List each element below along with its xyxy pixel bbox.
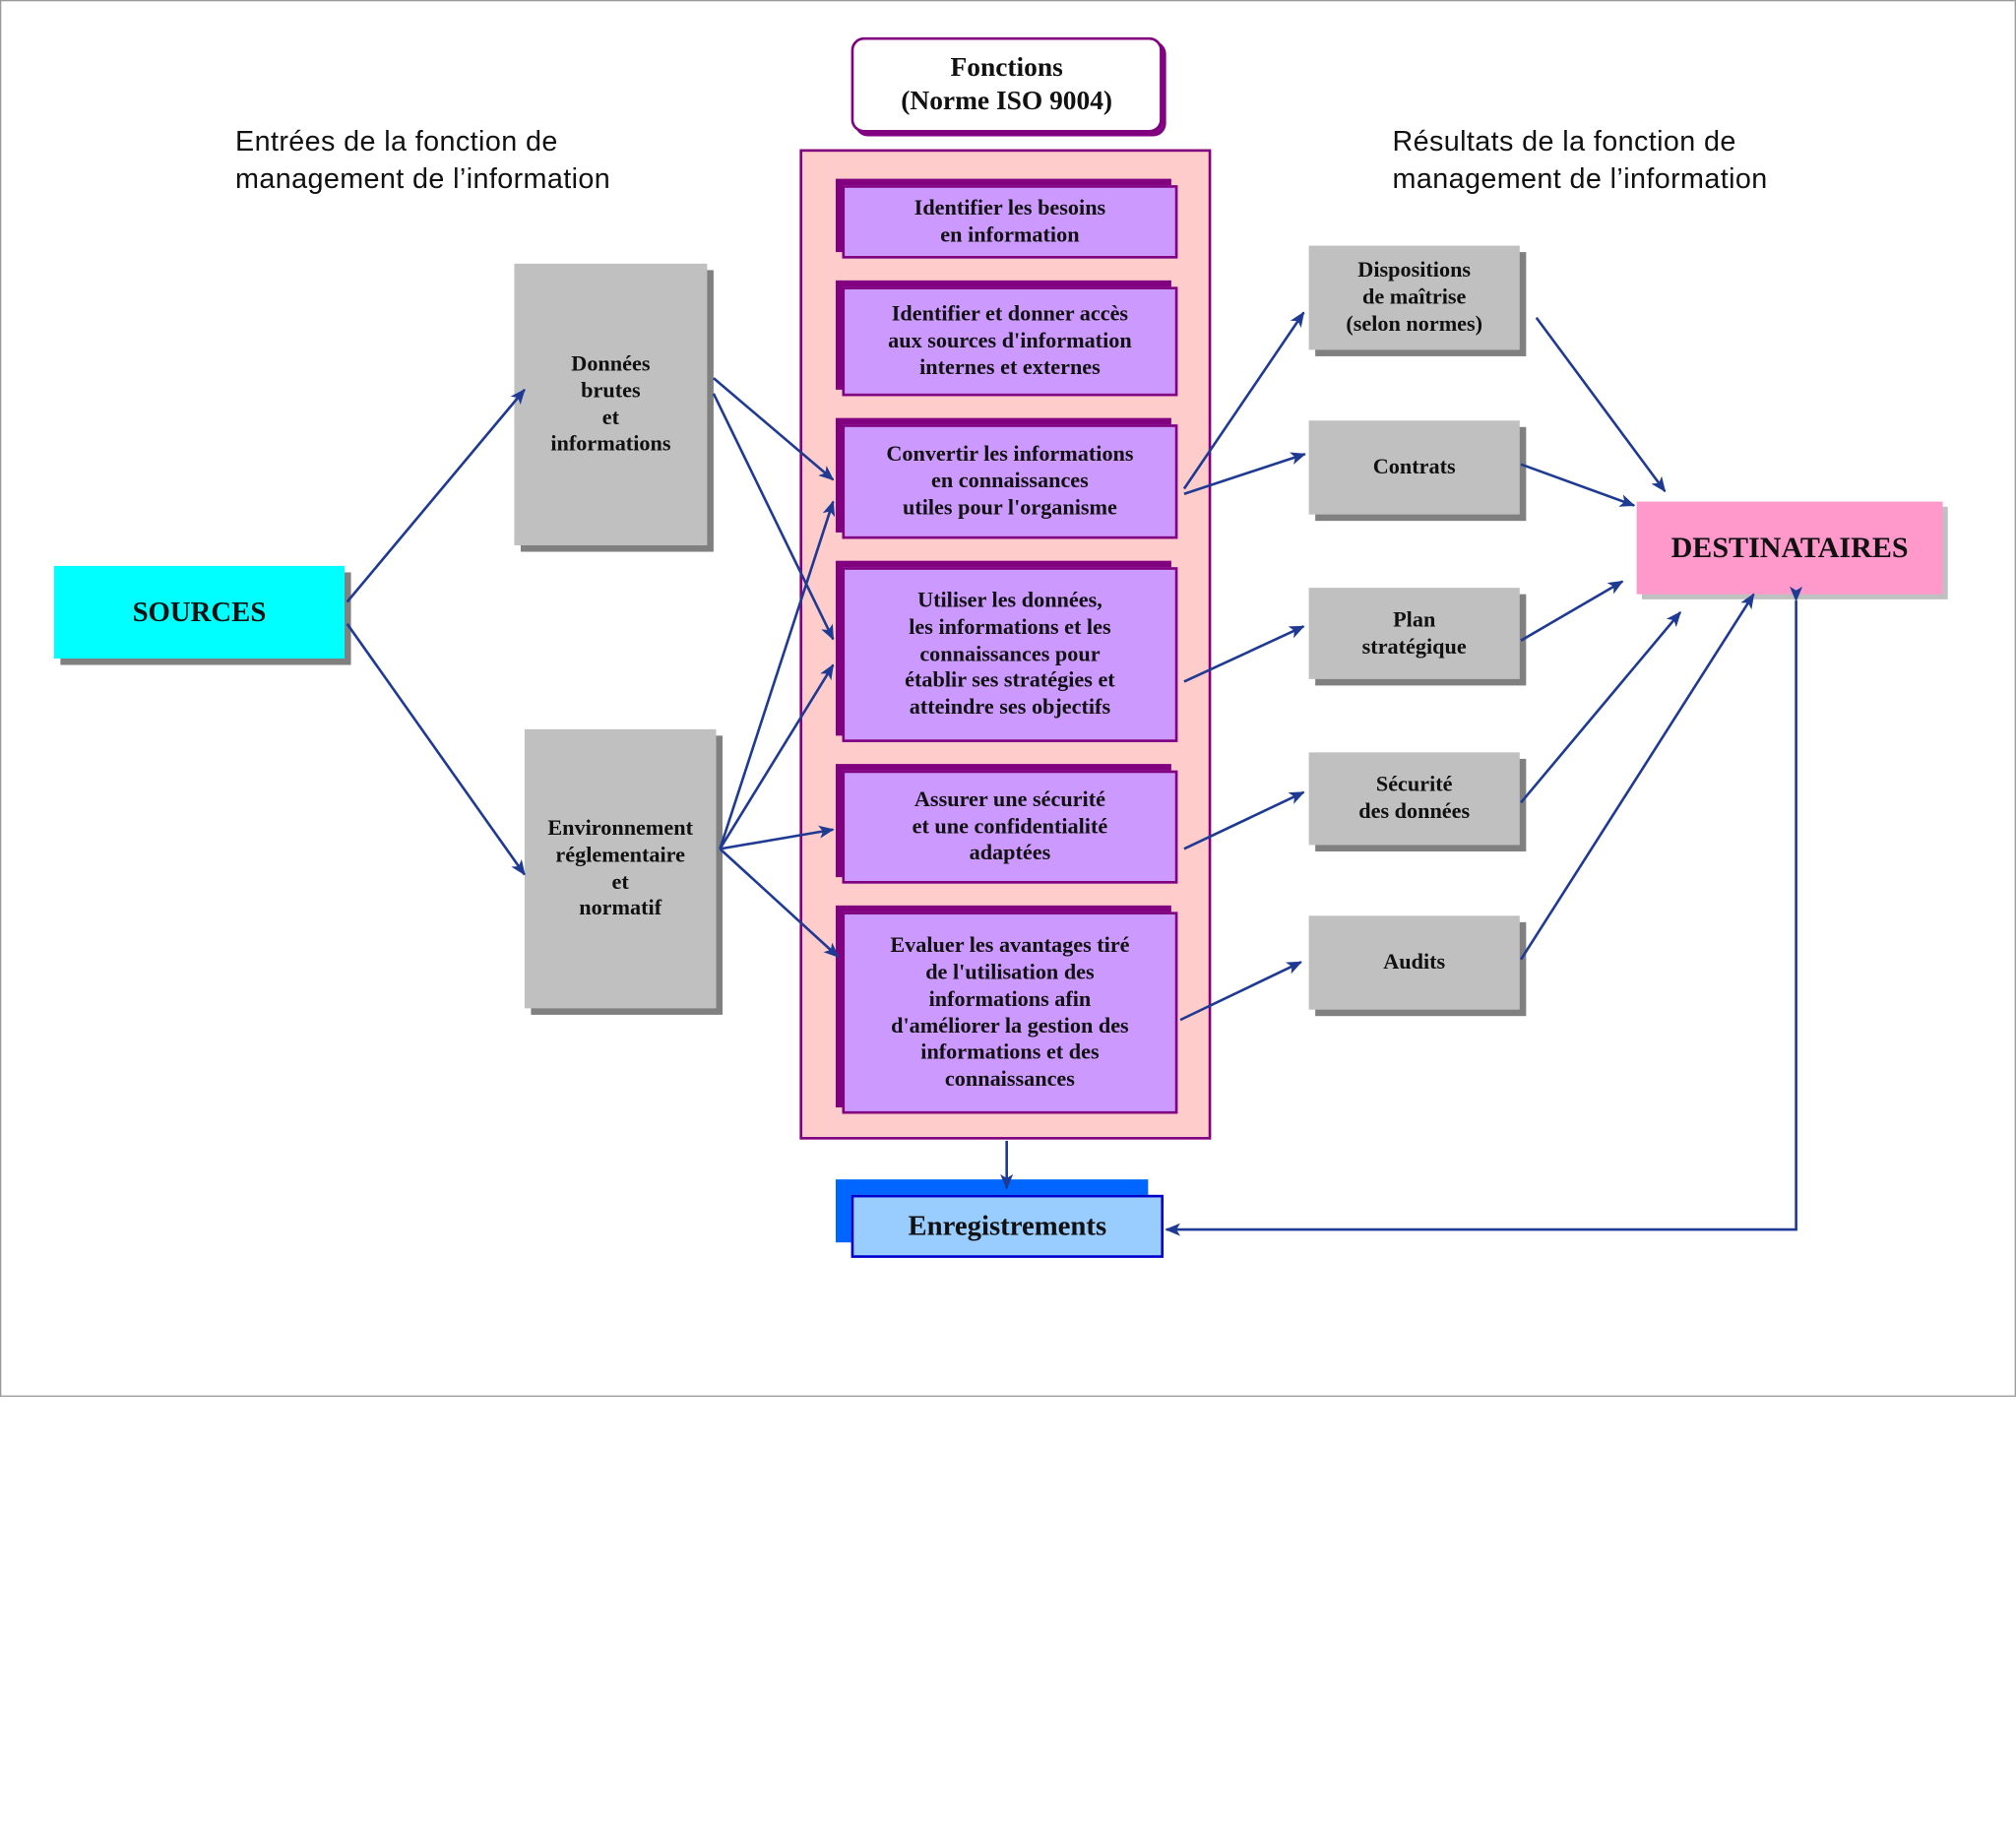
output-control-provisions: Dispositions de maîtrise (selon normes)	[1308, 245, 1520, 350]
arrow-audits-to-recipients	[1520, 593, 1755, 961]
outputs-heading: Résultats de la fonction de management d…	[1392, 124, 1768, 195]
function-convert-knowledge: Convertir les informations en connaissan…	[842, 424, 1178, 539]
records-box: Enregistrements	[850, 1194, 1165, 1258]
function-use-data: Utiliser les données, les informations e…	[842, 567, 1178, 742]
arrow-sources-to-environment	[346, 622, 526, 876]
arrow-data-to-use	[712, 393, 835, 641]
arrow-contracts-to-recipients	[1520, 463, 1636, 507]
arrow-sources-to-data	[346, 388, 526, 603]
function-identify-needs: Identifier les besoins en information	[842, 185, 1178, 259]
arrow-records-recipients-link	[1165, 586, 1803, 1236]
input-raw-data: Données brutes et informations	[514, 263, 708, 545]
arrow-data-security-to-recipients	[1520, 610, 1682, 804]
arrow-env-to-use	[719, 663, 835, 850]
arrow-plan-to-recipients	[1520, 580, 1624, 642]
inputs-heading: Entrées de la fonction de management de …	[235, 124, 611, 195]
function-security: Assurer une sécurité et une confidential…	[842, 770, 1178, 884]
arrow-env-to-security	[720, 825, 835, 850]
arrow-convert-to-contracts	[1183, 452, 1306, 495]
diagram-frame	[0, 0, 2016, 1397]
function-access-sources: Identifier et donner accès aux sources d…	[842, 286, 1178, 397]
function-evaluate-benefits: Evaluer les avantages tiré de l'utilisat…	[842, 912, 1178, 1114]
arrow-evaluate-to-audits	[1179, 961, 1302, 1022]
output-contracts: Contrats	[1308, 420, 1520, 515]
diagram: Entrées de la fonction de management de …	[0, 0, 2016, 1397]
recipients-box: DESTINATAIRES	[1636, 501, 1943, 595]
arrow-env-to-evaluate	[719, 848, 840, 959]
functions-title: Fonctions (Norme ISO 9004)	[850, 36, 1163, 133]
input-regulatory-environment: Environnement réglementaire et normatif	[524, 728, 717, 1009]
arrow-env-to-convert	[719, 500, 836, 850]
arrow-use-to-plan	[1183, 625, 1305, 683]
arrow-convert-to-provisions	[1182, 311, 1305, 490]
sources-box: SOURCES	[53, 565, 346, 659]
arrow-security-to-data-security	[1183, 790, 1305, 850]
arrow-layer	[346, 311, 1803, 1236]
arrow-data-to-convert	[713, 377, 835, 481]
arrow-provisions-to-recipients	[1535, 316, 1667, 493]
